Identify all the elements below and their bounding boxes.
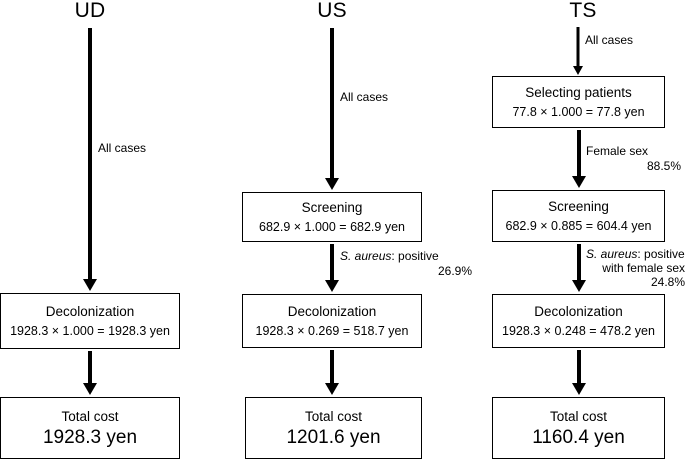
node-ts-selecting-patients-calc: 77.8 × 1.000 = 77.8 yen bbox=[512, 105, 645, 119]
node-us-total-cost-title: Total cost bbox=[304, 408, 363, 424]
node-ud-total-cost-title: Total cost bbox=[61, 408, 119, 424]
node-ud-total-cost-value: 1928.3 yen bbox=[42, 426, 138, 448]
arrow-ud-to-total bbox=[76, 351, 104, 395]
node-ts-selecting-patients-title: Selecting patients bbox=[525, 85, 632, 100]
edge-label-ts-saureus-line1: S. aureus: positive bbox=[586, 247, 685, 262]
node-us-total-cost: Total cost 1201.6 yen bbox=[245, 397, 422, 459]
node-ud-total-cost: Total cost 1928.3 yen bbox=[0, 397, 180, 459]
node-us-decolonization-calc: 1928.3 × 0.269 = 518.7 yen bbox=[255, 324, 409, 338]
edge-label-us-saureus-italic: S. aureus bbox=[340, 249, 392, 263]
node-ts-decolonization: Decolonization 1928.3 × 0.248 = 478.2 ye… bbox=[492, 294, 665, 348]
edge-label-ts-saureus-rest: : positive bbox=[637, 247, 685, 261]
edge-label-ts-saureus-italic: S. aureus bbox=[586, 247, 638, 261]
column-header-ts: TS bbox=[569, 0, 597, 22]
node-ts-total-cost-title: Total cost bbox=[549, 408, 608, 424]
edge-label-ts-female-sex-line1: Female sex bbox=[586, 144, 649, 158]
column-header-ud: UD bbox=[74, 0, 106, 22]
node-us-screening-title: Screening bbox=[301, 200, 363, 215]
arrow-us-to-total bbox=[318, 350, 346, 395]
arrow-ud-all-cases bbox=[76, 28, 104, 291]
node-ts-screening-calc: 682.9 × 0.885 = 604.4 yen bbox=[505, 219, 652, 233]
edge-label-ts-saureus-line2: with female sex bbox=[602, 261, 685, 275]
node-ud-decolonization: Decolonization 1928.3 × 1.000 = 1928.3 y… bbox=[0, 293, 180, 349]
column-header-us: US bbox=[317, 0, 347, 22]
node-ts-decolonization-title: Decolonization bbox=[534, 304, 623, 319]
arrow-ts-saureus bbox=[566, 244, 592, 292]
node-us-screening-calc: 682.9 × 1.000 = 682.9 yen bbox=[259, 220, 405, 234]
node-ts-decolonization-calc: 1928.3 × 0.248 = 478.2 yen bbox=[502, 324, 655, 338]
node-ts-total-cost: Total cost 1160.4 yen bbox=[492, 397, 665, 459]
edge-label-ts-female-sex-line2: 88.5% bbox=[646, 159, 681, 173]
node-ts-screening: Screening 682.9 × 0.885 = 604.4 yen bbox=[492, 190, 665, 242]
node-ts-screening-title: Screening bbox=[548, 199, 609, 214]
arrow-ts-all-cases bbox=[566, 27, 590, 75]
edge-label-us-saureus-line2: 26.9% bbox=[437, 264, 472, 278]
arrow-ts-to-total bbox=[566, 350, 592, 395]
node-us-decolonization: Decolonization 1928.3 × 0.269 = 518.7 ye… bbox=[242, 294, 422, 348]
edge-label-ts-all-cases: All cases bbox=[585, 33, 634, 47]
arrow-ts-female-sex bbox=[566, 130, 592, 188]
node-us-screening: Screening 682.9 × 1.000 = 682.9 yen bbox=[242, 192, 422, 242]
node-ud-decolonization-calc: 1928.3 × 1.000 = 1928.3 yen bbox=[10, 324, 170, 338]
edge-label-us-all-cases: All cases bbox=[340, 90, 389, 104]
edge-label-us-saureus-line1: S. aureus: positive bbox=[340, 249, 490, 264]
node-ts-total-cost-value: 1160.4 yen bbox=[532, 426, 625, 448]
arrow-us-saureus bbox=[318, 244, 346, 292]
node-us-total-cost-value: 1201.6 yen bbox=[286, 426, 381, 448]
edge-label-ts-saureus-line3: 24.8% bbox=[650, 275, 685, 289]
node-us-decolonization-title: Decolonization bbox=[287, 304, 377, 319]
edge-label-ud-all-cases: All cases bbox=[98, 141, 147, 155]
edge-label-us-saureus-rest: : positive bbox=[391, 249, 439, 263]
node-ts-selecting-patients: Selecting patients 77.8 × 1.000 = 77.8 y… bbox=[492, 76, 665, 128]
node-ud-decolonization-title: Decolonization bbox=[45, 304, 135, 319]
arrow-us-all-cases bbox=[318, 28, 346, 190]
